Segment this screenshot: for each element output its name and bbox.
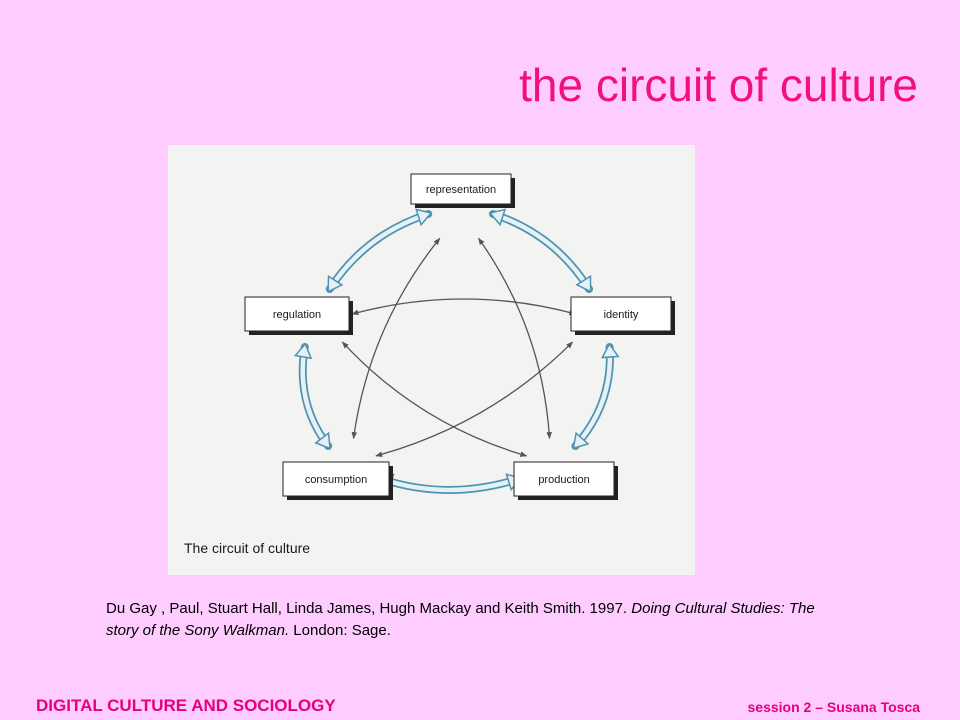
inner-arrow-regulation-production (341, 341, 528, 457)
footer-course-name: DIGITAL CULTURE AND SOCIOLOGY (36, 696, 336, 715)
citation: Du Gay , Paul, Stuart Hall, Linda James,… (106, 598, 846, 642)
node-identity: identity (570, 296, 675, 335)
inner-arrow-regulation-identity (351, 298, 577, 316)
outer-arrows-layer (293, 208, 620, 494)
node-production: production (513, 461, 618, 500)
outer-arrow-consumption-regulation (293, 342, 333, 450)
inner-arrow-representation-production (477, 237, 552, 440)
slide-title: the circuit of culture (519, 59, 918, 111)
outer-arrow-production-consumption (377, 473, 523, 494)
diagram-svg: representation identity production consumpt… (184, 173, 675, 556)
citation-publisher: London: Sage. (289, 622, 391, 639)
outer-arrow-representation-identity (488, 208, 593, 293)
nodes-layer: representation identity production consumpt… (244, 173, 675, 500)
circuit-diagram: representation identity production consumpt… (168, 145, 695, 575)
inner-arrow-representation-consumption (351, 237, 441, 440)
diagram-caption: The circuit of culture (184, 540, 310, 556)
node-consumption: consumption (282, 461, 393, 500)
node-label-regulation: regulation (273, 309, 321, 321)
node-representation: representation (410, 173, 515, 208)
node-regulation: regulation (244, 296, 353, 335)
inner-arrows-layer (341, 237, 577, 457)
node-label-production: production (538, 474, 589, 486)
outer-arrow-identity-production (571, 342, 620, 450)
inner-arrow-identity-consumption (375, 341, 574, 457)
citation-title: Doing Cultural Studies: The story of the… (106, 600, 815, 639)
footer-session-info: session 2 – Susana Tosca (747, 699, 921, 715)
outer-arrow-regulation-representation (325, 208, 433, 293)
node-label-representation: representation (426, 184, 496, 196)
node-label-consumption: consumption (305, 474, 367, 486)
citation-authors: Du Gay , Paul, Stuart Hall, Linda James,… (106, 600, 632, 617)
node-label-identity: identity (604, 309, 639, 321)
